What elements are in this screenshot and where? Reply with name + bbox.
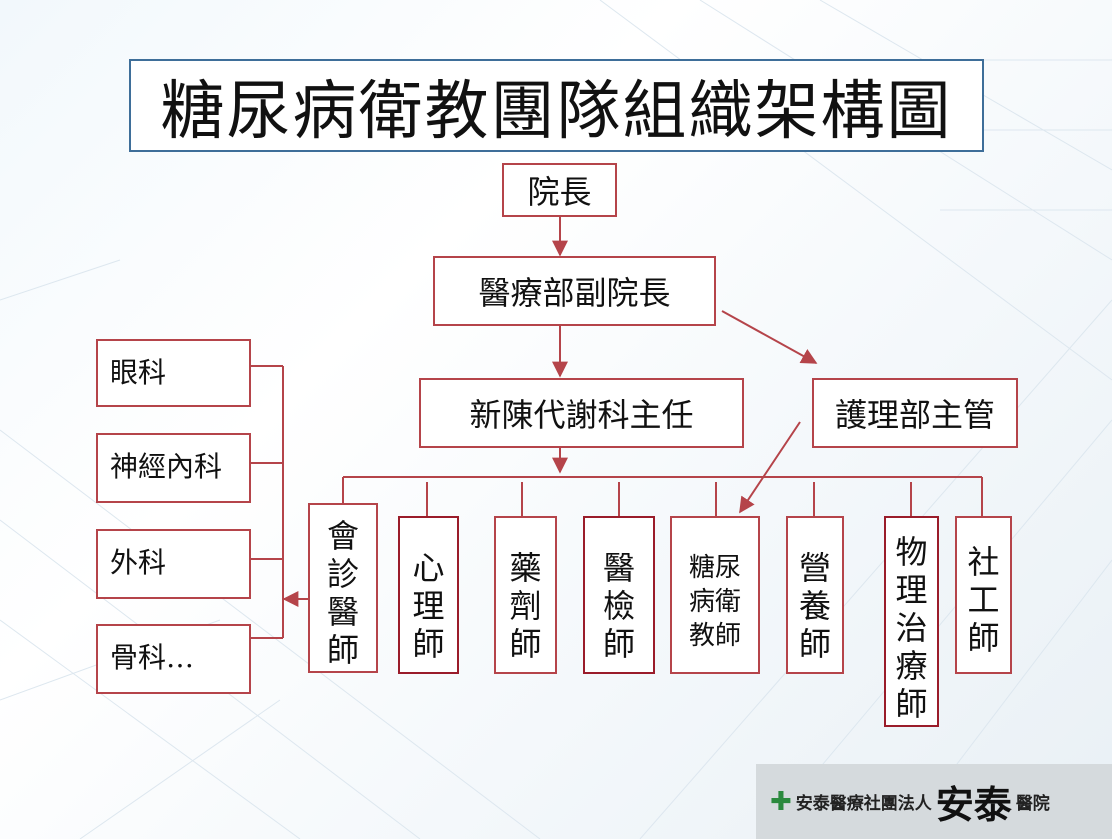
logo-org-name: 安泰醫療社團法人 [795, 794, 932, 814]
member-diabetes-educator: 糖尿病衛教師 [670, 516, 760, 674]
member-lab-technician: 醫檢師 [583, 516, 655, 674]
hospital-logo: ✚ 安泰醫療社團法人 安泰 醫院 [756, 764, 1112, 839]
member-pharmacist: 藥劑師 [494, 516, 557, 674]
dept-neurology: 神經內科 [96, 433, 251, 503]
node-vice-president: 醫療部副院長 [433, 256, 716, 326]
member-consult-physician: 會診醫師 [308, 503, 378, 673]
member-psychologist: 心理師 [398, 516, 459, 674]
logo-brand: 安泰 [935, 782, 1012, 827]
logo-hospital: 醫院 [1015, 794, 1050, 814]
member-dietitian: 營養師 [786, 516, 844, 674]
dept-surgery: 外科 [96, 529, 251, 599]
green-cross-icon: ✚ [770, 786, 792, 817]
member-social-worker: 社工師 [955, 516, 1012, 674]
dept-ophthalmology: 眼科 [96, 339, 251, 407]
node-president: 院長 [502, 163, 617, 217]
page-title: 糖尿病衛教團隊組織架構圖 [129, 59, 984, 152]
node-metabolism-director: 新陳代謝科主任 [419, 378, 744, 448]
node-nursing-director: 護理部主管 [812, 378, 1018, 448]
dept-orthopedics: 骨科… [96, 624, 251, 694]
member-physical-therapist: 物理治療師 [884, 516, 939, 727]
